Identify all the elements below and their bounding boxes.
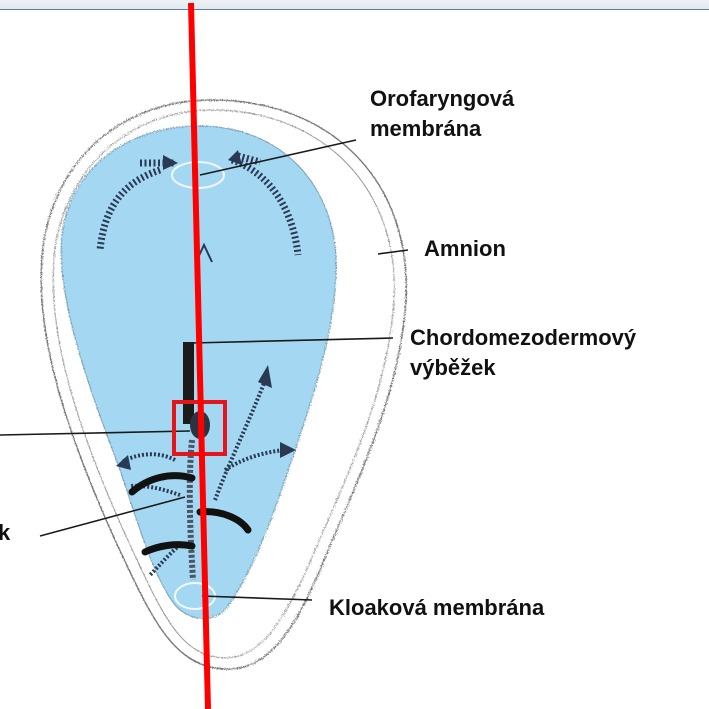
label-partial-k: k [0,518,10,548]
label-line-2: membrána [370,116,481,141]
notochordal-process-shape [183,342,194,424]
label-orofaryngeal-membrane: Orofaryngová membrána [370,84,514,144]
label-amnion: Amnion [424,234,506,264]
label-cloacal-membrane: Kloaková membrána [329,593,544,623]
label-line-1: Orofaryngová [370,86,514,111]
label-line-2: výběžek [410,355,496,380]
label-notochordal-process: Chordomezodermový výběžek [410,323,636,383]
label-line-1: Chordomezodermový [410,325,636,350]
